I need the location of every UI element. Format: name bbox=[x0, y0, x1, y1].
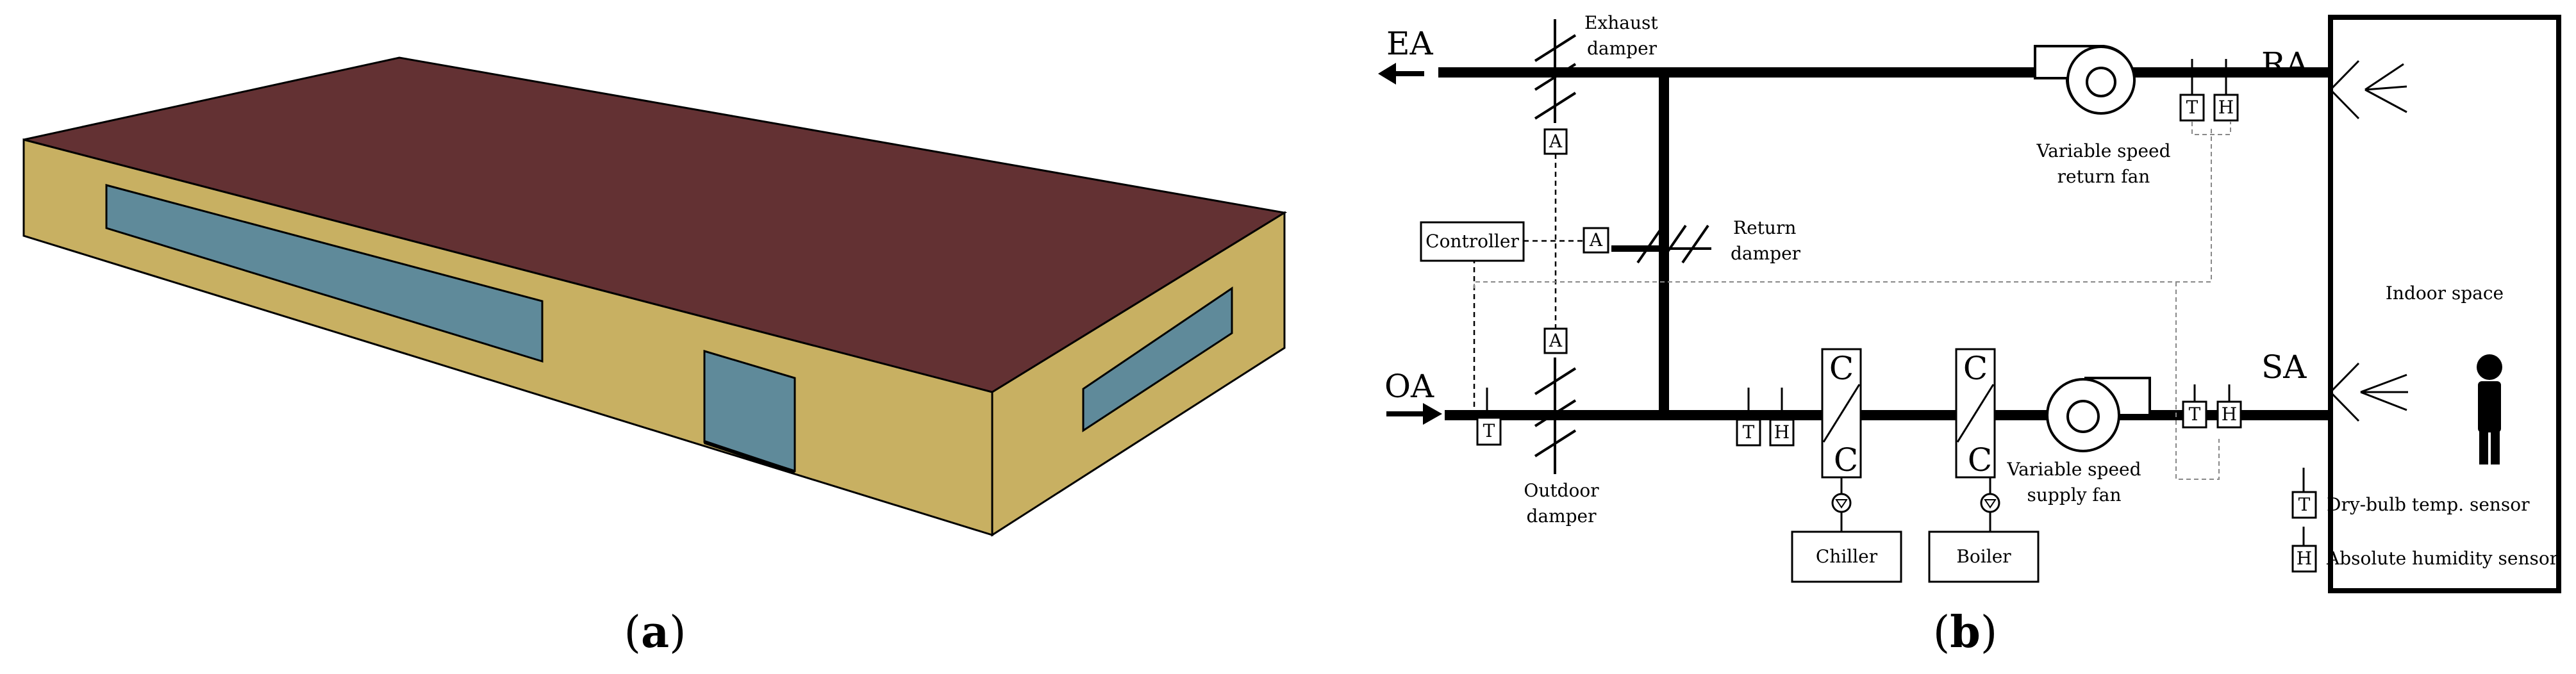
oa-arrow-icon bbox=[1423, 403, 1442, 425]
sa-sensors: T H bbox=[2182, 384, 2242, 429]
controller-label: Controller bbox=[1425, 231, 1519, 252]
panel-b-letter: b bbox=[1950, 607, 1981, 658]
legend: T Dry-bulb temp. sensor H Absolute humid… bbox=[2291, 468, 2559, 573]
ra-label: RA bbox=[2261, 45, 2309, 83]
panel-a-building bbox=[22, 56, 1288, 537]
ra-sensor-bracket bbox=[2191, 122, 2231, 135]
ma-temp-label: T bbox=[1743, 422, 1755, 443]
ma-sensors: T H bbox=[1736, 388, 1795, 447]
return-fan-label-2: return fan bbox=[2057, 166, 2150, 187]
actuator-exhaust-label: A bbox=[1549, 131, 1563, 152]
boiler-box bbox=[1928, 530, 2040, 583]
return-fan-icon bbox=[2034, 45, 2136, 115]
panel-a-caption: (a) bbox=[624, 607, 686, 658]
ma-humidity-label: H bbox=[1774, 422, 1790, 443]
ea-label: EA bbox=[1386, 25, 1433, 62]
indoor-space-label: Indoor space bbox=[2386, 283, 2504, 304]
legend-humidity-label: Absolute humidity sensor bbox=[2326, 548, 2559, 569]
actuator-outdoor-label: A bbox=[1549, 330, 1563, 351]
chiller-box bbox=[1791, 530, 1902, 583]
outdoor-damper-label-2: damper bbox=[1526, 506, 1597, 527]
actuator-outdoor bbox=[1543, 327, 1568, 354]
front-window bbox=[105, 184, 544, 363]
person-icon bbox=[2477, 354, 2502, 464]
sa-label: SA bbox=[2261, 349, 2307, 386]
sensor-signal-line-supply bbox=[2175, 282, 2220, 480]
boiler-label: Boiler bbox=[1956, 546, 2011, 567]
chiller-label: Chiller bbox=[1816, 546, 1878, 567]
sa-temp-label: T bbox=[2189, 404, 2201, 425]
return-damper-label-2: damper bbox=[1731, 243, 1801, 264]
heating-coil-top-label: C bbox=[1963, 350, 1988, 387]
outdoor-damper bbox=[1534, 358, 1577, 474]
panel-a-letter: a bbox=[641, 607, 669, 658]
ra-humidity-label: H bbox=[2218, 97, 2234, 118]
cooling-coil: C C bbox=[1821, 348, 1862, 532]
return-fan-label-1: Variable speed bbox=[2036, 140, 2170, 161]
oa-label: OA bbox=[1384, 368, 1434, 405]
heating-coil: C C bbox=[1955, 348, 2000, 532]
oa-temp-sensor: T bbox=[1476, 388, 1502, 446]
ra-sensors: T H bbox=[2179, 59, 2239, 122]
panel-b-schematic: Indoor space EA OA RA SA bbox=[1378, 12, 2561, 593]
legend-temp-label: Dry-bulb temp. sensor bbox=[2327, 494, 2530, 515]
indoor-space-box bbox=[2328, 15, 2561, 593]
ea-arrow-icon bbox=[1378, 63, 1396, 85]
sensor-signal-line bbox=[1474, 128, 2212, 288]
actuator-return-label: A bbox=[1589, 229, 1603, 251]
exhaust-damper-label-1: Exhaust bbox=[1584, 12, 1658, 33]
heating-coil-bottom-label: C bbox=[1968, 441, 1992, 479]
cooling-coil-top-label: C bbox=[1829, 350, 1854, 387]
sa-diffuser bbox=[2329, 362, 2408, 422]
return-damper-label-1: Return bbox=[1733, 217, 1796, 238]
panel-b-caption: (b) bbox=[1933, 607, 1998, 658]
control-line-oa-sensor bbox=[1473, 261, 1490, 419]
exhaust-damper bbox=[1534, 19, 1577, 123]
supply-fan-label-1: Variable speed bbox=[2006, 459, 2141, 480]
oa-temp-sensor-label: T bbox=[1483, 420, 1495, 441]
ra-diffuser bbox=[2329, 60, 2407, 120]
actuator-return bbox=[1583, 227, 1609, 254]
return-damper bbox=[1611, 224, 1711, 264]
exhaust-damper-label-2: damper bbox=[1587, 38, 1658, 59]
side-window bbox=[1082, 286, 1233, 432]
door-sill bbox=[704, 440, 795, 474]
supply-fan-label-2: supply fan bbox=[2027, 484, 2121, 506]
legend-temp-symbol: T bbox=[2298, 494, 2311, 515]
supply-fan-icon bbox=[2046, 377, 2151, 452]
outdoor-damper-label-1: Outdoor bbox=[1524, 480, 1599, 501]
ra-temp-label: T bbox=[2186, 97, 2198, 118]
legend-humidity-symbol: H bbox=[2297, 548, 2312, 569]
cooling-coil-bottom-label: C bbox=[1834, 441, 1858, 479]
sa-humidity-label: H bbox=[2222, 404, 2237, 425]
